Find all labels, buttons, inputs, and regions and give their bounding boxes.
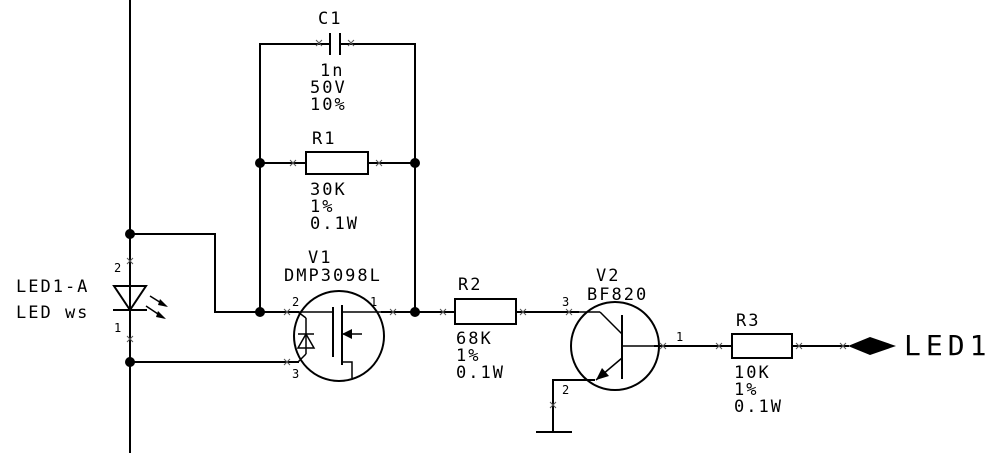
r1-ref: R1	[312, 129, 336, 149]
v2-ref: V2	[596, 266, 620, 286]
wires	[129, 0, 849, 453]
r2-value: 68K	[456, 329, 493, 349]
r3-power: 0.1W	[734, 397, 783, 417]
led-pin-2: 2	[114, 261, 121, 275]
v1-part: DMP3098L	[284, 266, 382, 286]
resistor-r1: R1 30K 1% 0.1W	[305, 129, 369, 234]
transistor-v2: V2 BF820 3 1 2	[562, 266, 683, 397]
v2-pin-1: 1	[676, 330, 683, 344]
r1-value: 30K	[310, 180, 347, 200]
r2-tolerance: 1%	[456, 346, 480, 366]
v2-part: BF820	[587, 285, 648, 305]
mosfet-v1: V1 DMP3098L 2 1 3	[284, 248, 385, 382]
net-label: LED1	[904, 329, 991, 362]
c1-ref: C1	[318, 9, 342, 29]
v2-pin-2: 2	[562, 383, 569, 397]
pin-markers	[126, 39, 847, 409]
c1-tolerance: 10%	[310, 95, 347, 115]
led-ref: LED1-A	[16, 277, 89, 297]
led-led1: LED1-A LED ws 2 1	[16, 261, 168, 335]
r1-tolerance: 1%	[310, 197, 334, 217]
c1-value: 1n	[320, 61, 344, 81]
r3-ref: R3	[736, 311, 760, 331]
r2-ref: R2	[458, 275, 482, 295]
resistor-r3: R3 10K 1% 0.1W	[731, 311, 793, 417]
r3-tolerance: 1%	[734, 380, 758, 400]
r1-power: 0.1W	[310, 214, 359, 234]
v2-pin-3: 3	[562, 295, 569, 309]
led-value: LED ws	[16, 303, 89, 323]
v1-ref: V1	[308, 248, 332, 268]
capacitor-c1: C1 1n 50V 10%	[310, 9, 347, 115]
r2-power: 0.1W	[456, 363, 505, 383]
net-terminal-led1: LED1	[848, 329, 991, 362]
led-pin-1: 1	[114, 321, 121, 335]
r3-value: 10K	[734, 363, 771, 383]
v1-pin-1: 1	[370, 295, 377, 309]
junction-dots	[125, 158, 420, 367]
resistor-r2: R2 68K 1% 0.1W	[454, 275, 517, 383]
c1-voltage: 50V	[310, 78, 347, 98]
v1-pin-2: 2	[292, 295, 299, 309]
v1-pin-3: 3	[292, 367, 299, 381]
